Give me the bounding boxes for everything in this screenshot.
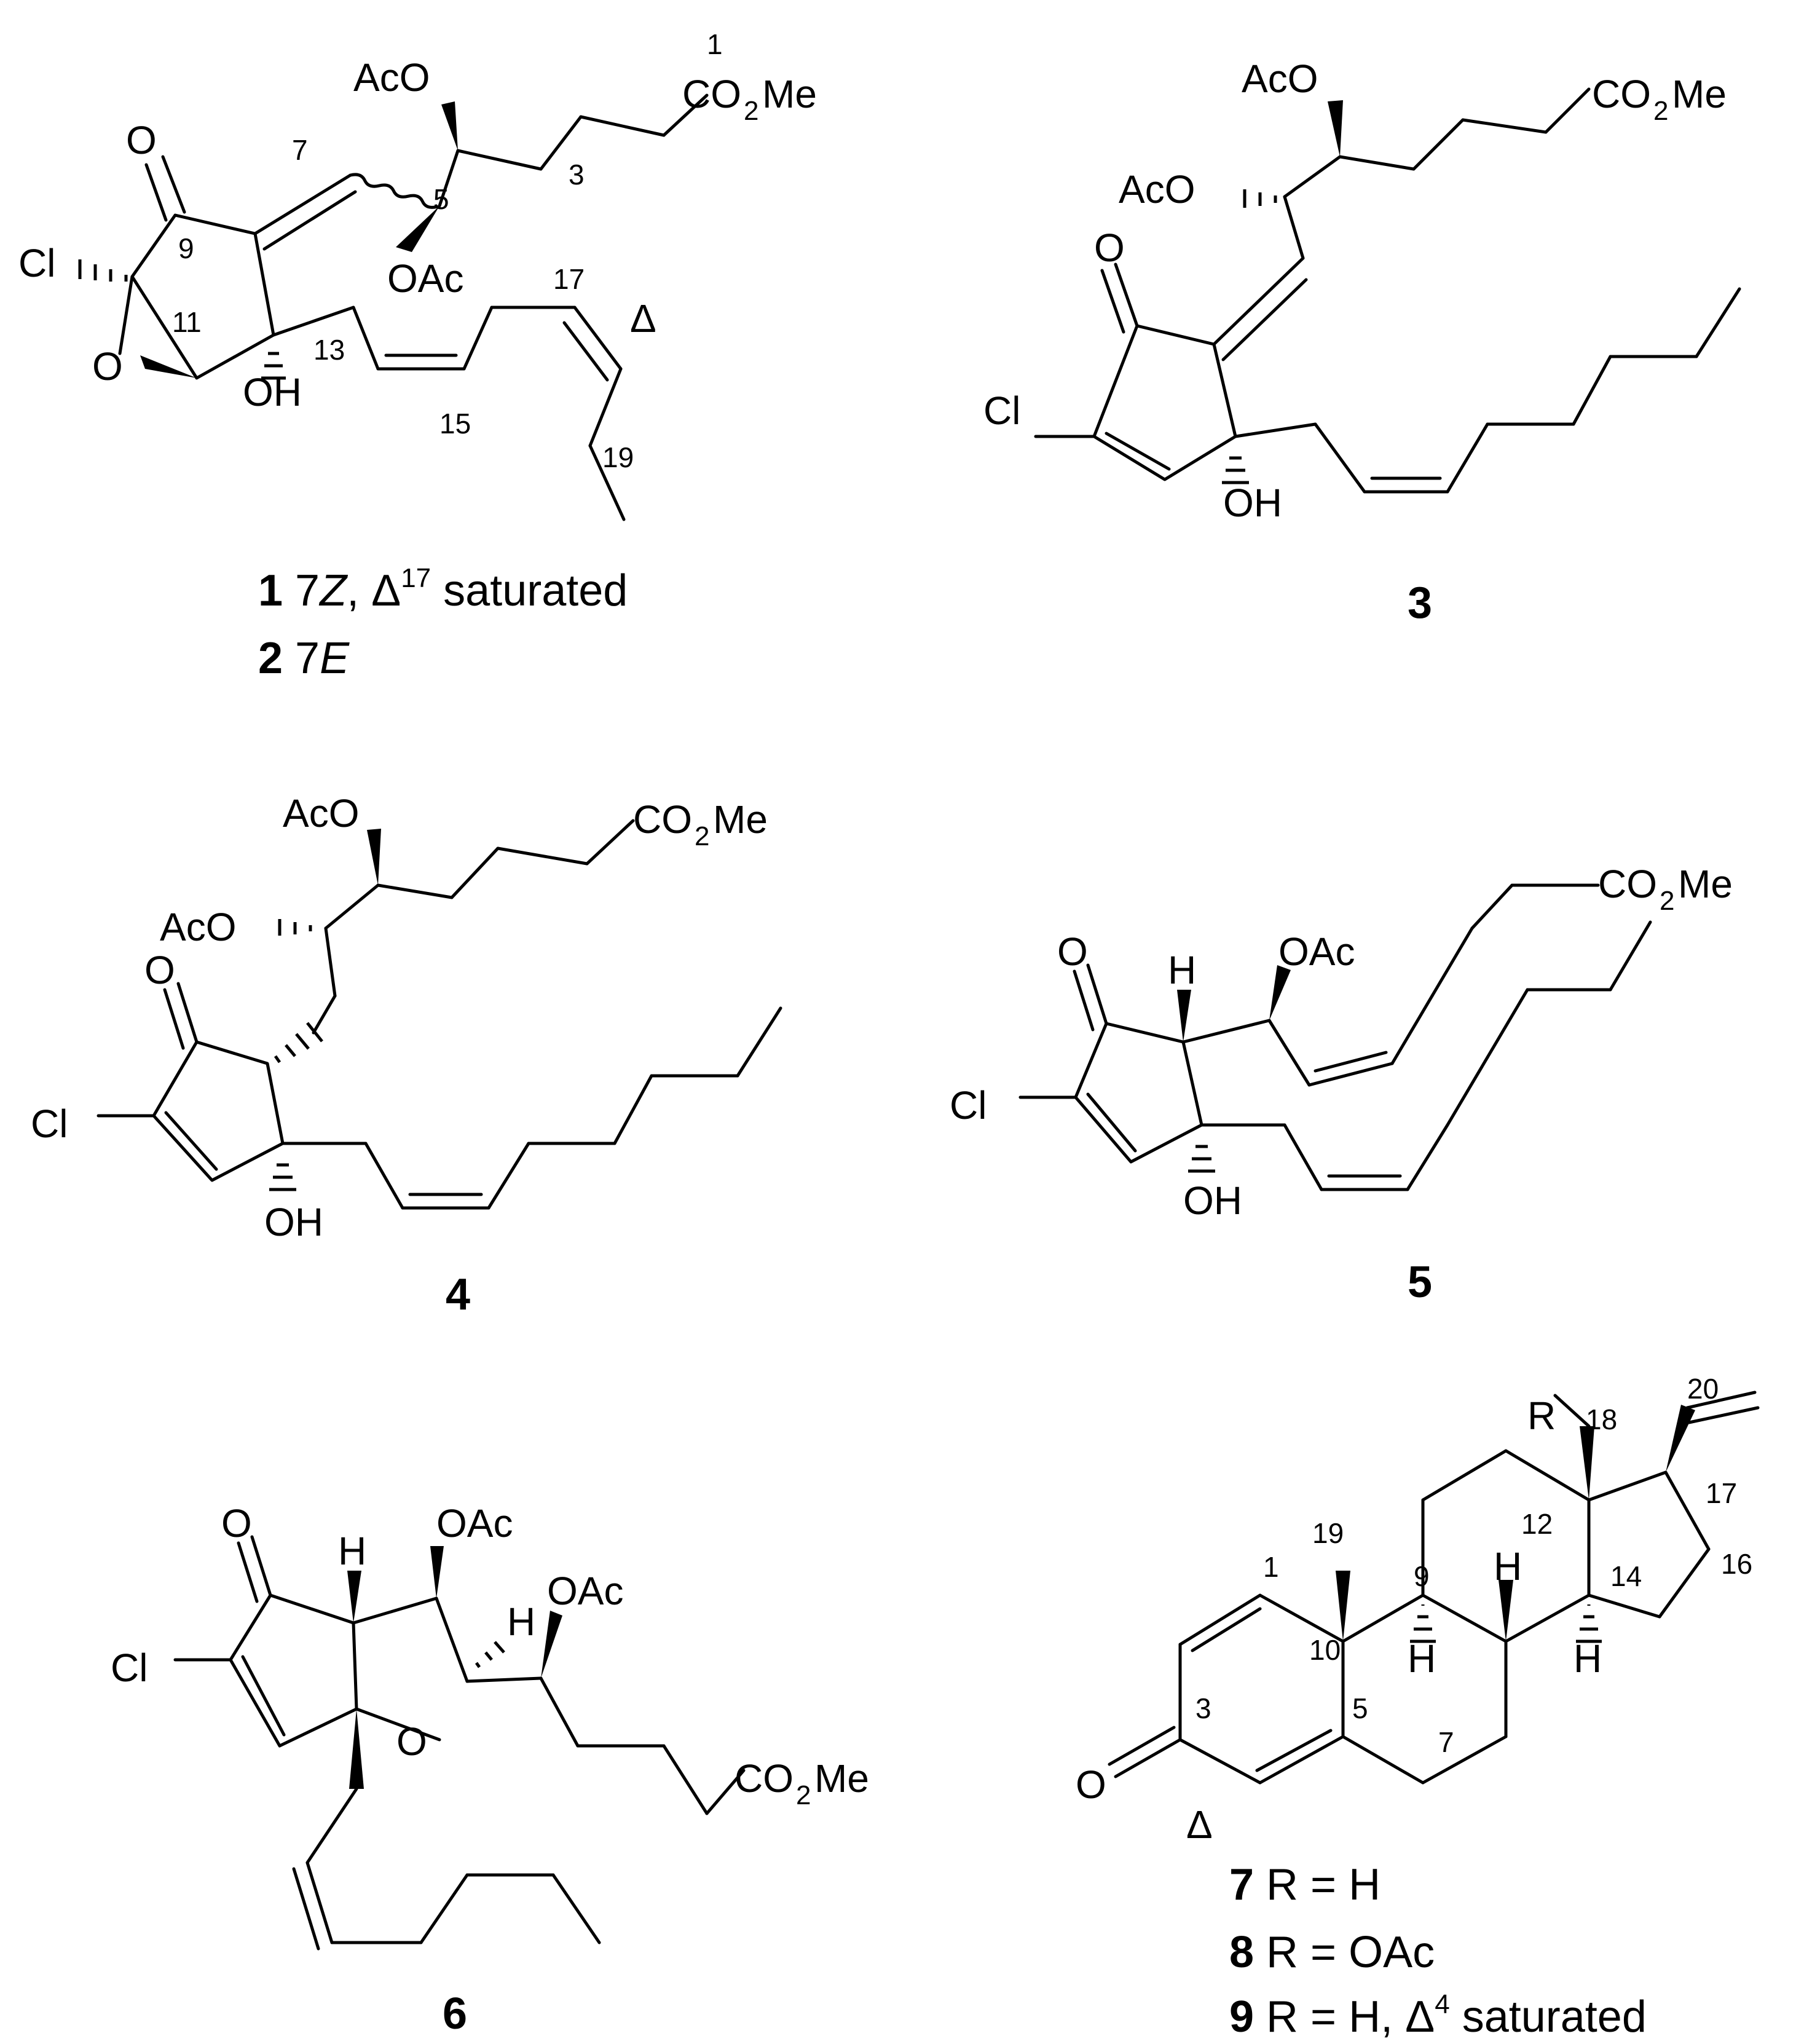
atom-oac: OAc bbox=[547, 1569, 623, 1613]
atom-cl: Cl bbox=[983, 389, 1020, 433]
atom-o: O bbox=[126, 118, 157, 162]
locant: 9 bbox=[178, 232, 194, 264]
compound-5-structure bbox=[1018, 883, 1652, 1191]
atom-cl: Cl bbox=[31, 1102, 68, 1146]
atom-co2: CO bbox=[1598, 862, 1657, 906]
atom-o: O bbox=[1057, 929, 1088, 974]
locant: 10 bbox=[1309, 1634, 1341, 1666]
atom-o: O bbox=[221, 1501, 252, 1545]
atom-oh: OH bbox=[243, 370, 302, 414]
locant: 5 bbox=[433, 183, 449, 215]
atom-aco: AcO bbox=[160, 905, 236, 949]
atom-oh: OH bbox=[264, 1200, 323, 1244]
atom-cl: Cl bbox=[18, 241, 55, 285]
locant: 9 bbox=[1414, 1560, 1430, 1592]
atom-o: O bbox=[144, 948, 175, 992]
locant: 3 bbox=[569, 159, 585, 191]
atom-o: O bbox=[1094, 226, 1125, 270]
locant: 7 bbox=[1438, 1726, 1454, 1758]
locant: 12 bbox=[1521, 1508, 1553, 1540]
atom-cl: Cl bbox=[111, 1646, 148, 1690]
locant: 19 bbox=[602, 441, 634, 473]
compound-5-labels: O Cl OH H OAc CO 2 Me 5 bbox=[950, 862, 1733, 1307]
compound-7-9-structure bbox=[1108, 1391, 1760, 1785]
atom-me: Me bbox=[1672, 72, 1727, 116]
atom-sub-2: 2 bbox=[796, 1780, 811, 1810]
caption-compound-4: 4 bbox=[446, 1270, 470, 1319]
compound-7-9-captions: 7 R = H 8 R = OAc 9 R = H, Δ4 saturated bbox=[1229, 1860, 1647, 2042]
caption-compound-2: 2 7E bbox=[258, 634, 350, 683]
atom-oac: OAc bbox=[1278, 929, 1355, 974]
locant: 17 bbox=[553, 263, 585, 295]
atom-h: H bbox=[1573, 1636, 1602, 1681]
atom-h: H bbox=[507, 1600, 535, 1644]
atom-sub-2: 2 bbox=[695, 821, 709, 851]
atom-h: H bbox=[1494, 1544, 1522, 1588]
compound-4-labels: O Cl OH AcO AcO CO 2 Me 4 bbox=[31, 791, 768, 1319]
locant: 16 bbox=[1721, 1548, 1752, 1580]
locant: 1 bbox=[707, 28, 723, 60]
compound-1-2-labels: O Cl O OH AcO OAc CO 2 Me Δ 1 3 5 7 9 11… bbox=[18, 28, 817, 473]
caption-compound-6: 6 bbox=[443, 1989, 467, 2038]
compound-3-structure bbox=[1034, 87, 1741, 494]
delta-symbol: Δ bbox=[1186, 1802, 1213, 1847]
locant: 7 bbox=[292, 134, 308, 166]
atom-aco: AcO bbox=[1242, 57, 1318, 101]
caption-compound-1: 1 7Z, Δ17 saturated bbox=[258, 563, 628, 615]
atom-co2: CO bbox=[682, 72, 741, 116]
caption-compound-9: 9 R = H, Δ4 saturated bbox=[1229, 1989, 1647, 2042]
locant: 11 bbox=[172, 306, 202, 338]
compound-1-2-structure bbox=[78, 93, 709, 521]
locant: 1 bbox=[1263, 1551, 1279, 1583]
locant: 17 bbox=[1706, 1477, 1737, 1509]
compound-4-structure bbox=[96, 819, 782, 1210]
atom-sub-2: 2 bbox=[1660, 886, 1674, 916]
atom-sub-2: 2 bbox=[744, 96, 758, 126]
atom-co2: CO bbox=[633, 797, 692, 842]
locant: 5 bbox=[1352, 1692, 1368, 1724]
locant: 14 bbox=[1610, 1560, 1642, 1592]
compound-6-labels: O Cl O H OAc H OAc CO 2 Me 6 bbox=[111, 1501, 869, 2038]
atom-h: H bbox=[338, 1529, 366, 1573]
locant: 3 bbox=[1195, 1692, 1211, 1724]
compound-1-2-captions: 1 7Z, Δ17 saturated 2 7E bbox=[258, 563, 628, 683]
atom-oac: OAc bbox=[387, 256, 463, 301]
atom-co2: CO bbox=[1592, 72, 1651, 116]
atom-me: Me bbox=[814, 1756, 869, 1801]
locant: 19 bbox=[1312, 1517, 1344, 1549]
atom-o: O bbox=[396, 1719, 427, 1764]
caption-compound-3: 3 bbox=[1408, 578, 1432, 628]
atom-co2: CO bbox=[735, 1756, 794, 1801]
compound-6-structure bbox=[173, 1535, 746, 1951]
compound-7-9-labels: O Δ R H H H 1 3 5 7 9 10 12 14 16 17 18 … bbox=[1076, 1373, 1752, 1847]
caption-compound-8: 8 R = OAc bbox=[1229, 1928, 1435, 1977]
atom-oh: OH bbox=[1223, 481, 1282, 525]
atom-h: H bbox=[1408, 1636, 1436, 1681]
atom-aco: AcO bbox=[1119, 167, 1195, 211]
atom-sub-2: 2 bbox=[1653, 96, 1668, 126]
atom-o: O bbox=[1076, 1762, 1106, 1807]
locant: 15 bbox=[439, 408, 471, 440]
atom-r: R bbox=[1527, 1394, 1556, 1438]
atom-me: Me bbox=[1678, 862, 1733, 906]
atom-h: H bbox=[1168, 948, 1196, 992]
locant: 18 bbox=[1586, 1403, 1617, 1435]
atom-oac: OAc bbox=[436, 1501, 513, 1545]
locant: 13 bbox=[313, 334, 345, 366]
delta-symbol: Δ bbox=[630, 296, 656, 341]
atom-aco: AcO bbox=[353, 55, 430, 100]
caption-compound-7: 7 R = H bbox=[1229, 1860, 1380, 1909]
atom-me: Me bbox=[762, 72, 817, 116]
locant: 20 bbox=[1687, 1373, 1719, 1405]
atom-aco: AcO bbox=[283, 791, 359, 835]
atom-cl: Cl bbox=[950, 1083, 987, 1127]
atom-me: Me bbox=[713, 797, 768, 842]
atom-o: O bbox=[92, 344, 123, 389]
atom-oh: OH bbox=[1183, 1178, 1242, 1223]
compound-3-labels: O Cl OH AcO AcO CO 2 Me 3 bbox=[983, 57, 1727, 628]
caption-compound-5: 5 bbox=[1408, 1258, 1432, 1307]
